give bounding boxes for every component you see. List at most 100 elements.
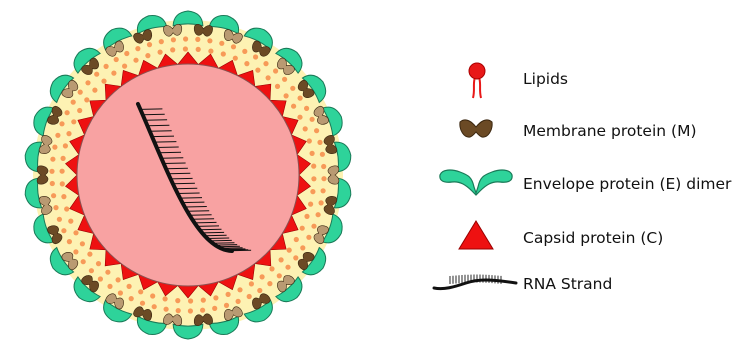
lipid-head: [183, 36, 188, 41]
lipid-head: [263, 61, 268, 66]
lipid-head: [237, 287, 242, 292]
lipid-head: [135, 46, 140, 51]
lipid-head: [111, 71, 116, 76]
lipid-head: [73, 249, 78, 254]
lipid-head: [212, 306, 217, 311]
rna-legend-strand: [434, 280, 516, 289]
lipid-head: [294, 237, 299, 242]
lipid-head: [242, 49, 247, 54]
lipid-head: [171, 37, 176, 42]
lipid-head: [285, 265, 290, 270]
lipid-head: [277, 273, 282, 278]
lipid-head: [188, 298, 193, 303]
lipid-head: [282, 77, 287, 82]
lipid-head: [124, 51, 129, 56]
lipid-head: [233, 56, 238, 61]
legend-label-rna-strand: RNA Strand: [523, 275, 612, 293]
lipid-head: [310, 151, 315, 156]
lipid-head: [150, 293, 155, 298]
lipid-head: [303, 126, 308, 131]
lipid-head: [287, 248, 292, 253]
lipid-head: [257, 288, 262, 293]
lipid-head: [80, 241, 85, 246]
lipid-head: [61, 156, 66, 161]
lipid-head: [127, 284, 132, 289]
lipid-head: [164, 307, 169, 312]
lipid-head: [249, 281, 254, 286]
lipid-head: [57, 217, 62, 222]
lipid-head: [133, 58, 138, 63]
lipid-head: [219, 41, 224, 46]
capsid-protein-icon: [456, 218, 496, 252]
lipid-head: [84, 97, 89, 102]
envelope-protein-icon: [438, 167, 514, 197]
lipid-head: [208, 49, 213, 54]
lipid-head: [52, 145, 57, 150]
lipid-head: [175, 298, 180, 303]
lipid-head: [122, 64, 127, 69]
lipid-head: [50, 181, 55, 186]
lipid-head: [275, 84, 280, 89]
lipid-head: [253, 54, 258, 59]
lipid-head: [195, 37, 200, 42]
lipid-head: [300, 226, 305, 231]
lipid-head: [207, 38, 212, 43]
lipid-head: [170, 47, 175, 52]
lipid-head: [304, 106, 309, 111]
lipid-head: [298, 96, 303, 101]
lipid-head: [196, 47, 201, 52]
lipid-head: [129, 296, 134, 301]
membrane-protein-icon: [458, 118, 494, 142]
lipid-head: [60, 169, 65, 174]
lipid-head: [317, 140, 322, 145]
lipid-head: [59, 121, 64, 126]
lipid-head: [60, 181, 65, 186]
lipid-head: [89, 268, 94, 273]
lipid-head: [105, 270, 110, 275]
lipid-head: [308, 202, 313, 207]
lipid-head: [163, 296, 168, 301]
lipid-head: [49, 169, 54, 174]
lipid-head: [138, 289, 143, 294]
lipid-head: [55, 133, 60, 138]
legend-label-membrane-protein: Membrane protein (M): [523, 122, 697, 140]
lipid-head: [183, 46, 188, 51]
lipid-head: [311, 176, 316, 181]
lipid-head: [61, 228, 66, 233]
lipid-head: [231, 44, 236, 49]
lipid-head: [290, 86, 295, 91]
lipid-head: [306, 235, 311, 240]
lipid-head: [64, 206, 69, 211]
lipid-head: [158, 50, 163, 55]
rna-strand-icon: [432, 274, 518, 294]
lipid-head: [279, 257, 284, 262]
lipid-head: [300, 245, 305, 250]
lipid-head: [104, 64, 109, 69]
lipid-head: [61, 194, 66, 199]
lipid-icon: [462, 60, 492, 102]
lipid-head: [307, 138, 312, 143]
lipid-head: [98, 276, 103, 281]
lipid-head: [66, 131, 71, 136]
lipid-head: [319, 200, 324, 205]
lipid-head: [114, 57, 119, 62]
lipid-head: [81, 259, 86, 264]
lipid-head: [213, 295, 218, 300]
lipid-head: [176, 308, 181, 313]
lipid-head: [51, 193, 56, 198]
lipid-head: [188, 308, 193, 313]
lipid-head: [310, 117, 315, 122]
lipid-head: [65, 110, 70, 115]
lipid-head: [311, 164, 316, 169]
envelope-protein: [173, 11, 203, 26]
lipid-head: [63, 143, 68, 148]
lipid-head: [321, 164, 326, 169]
lipid-head: [236, 299, 241, 304]
legend-label-capsid-protein: Capsid protein (C): [523, 229, 663, 247]
lipid-head: [284, 93, 289, 98]
lipid-head: [200, 308, 205, 313]
lipid-head: [291, 104, 296, 109]
lipid-head: [71, 100, 76, 105]
lipid-head: [85, 80, 90, 85]
lipid-head: [145, 53, 150, 58]
